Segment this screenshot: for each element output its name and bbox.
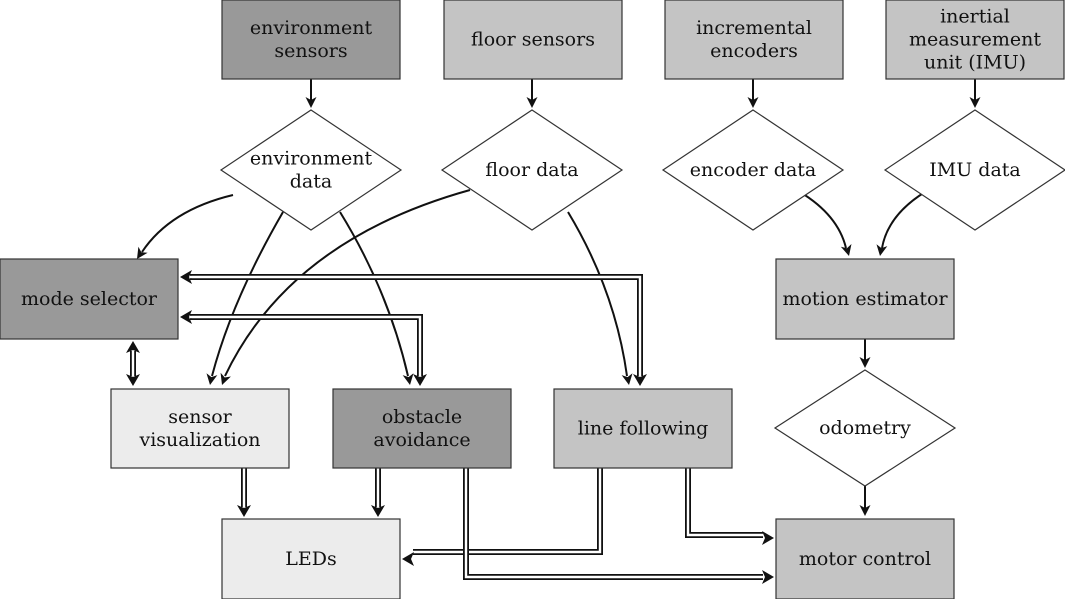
arrowhead xyxy=(840,243,852,256)
node-encoder-data: encoder data xyxy=(661,109,845,231)
node-label-line: line following xyxy=(578,418,708,440)
edge-environment-data-to-mode-selector xyxy=(141,194,234,253)
node-label-line: mode selector xyxy=(21,288,158,310)
node-label-line: inertial xyxy=(940,6,1010,28)
arrowhead xyxy=(305,97,317,108)
arrowhead xyxy=(762,570,774,584)
edge-mode-selector-to-obstacle-avoidance xyxy=(190,314,423,376)
node-label-line: measurement xyxy=(909,29,1041,51)
node-floor-sensors: floor sensors xyxy=(443,0,623,80)
edges-layer xyxy=(126,79,981,584)
node-line-following: line following xyxy=(553,388,733,469)
arrowhead xyxy=(969,97,981,108)
arrowhead xyxy=(206,373,218,385)
edge-environment-data-to-obstacle-avoidance xyxy=(339,211,409,377)
node-label-line: LEDs xyxy=(285,548,336,570)
arrowhead xyxy=(371,505,385,517)
edge-obstacle-avoidance-to-motor-control xyxy=(463,468,763,580)
edge-imu-data-to-motion-estimator xyxy=(881,191,926,249)
arrowhead xyxy=(859,357,871,368)
arrowhead xyxy=(180,310,192,324)
node-motor-control: motor control xyxy=(775,518,955,599)
arrowhead xyxy=(402,552,414,566)
node-leds: LEDs xyxy=(221,518,401,599)
node-label-line: encoders xyxy=(710,40,798,62)
arrowhead xyxy=(126,341,140,353)
node-label-line: data xyxy=(290,171,332,193)
node-label-line: avoidance xyxy=(373,429,470,451)
arrowhead xyxy=(237,505,251,517)
edge-floor-data-to-sensor-visualization xyxy=(224,189,471,377)
arrowhead xyxy=(137,246,148,259)
node-imu-data: IMU data xyxy=(883,109,1065,231)
node-label-line: floor data xyxy=(485,159,578,181)
arrowhead xyxy=(413,374,427,386)
edge-encoder-data-to-motion-estimator xyxy=(799,191,847,249)
node-odometry: odometry xyxy=(773,369,957,487)
node-label-line: encoder data xyxy=(690,159,817,181)
node-label-line: sensor xyxy=(168,406,232,428)
edge-line-following-to-motor-control xyxy=(685,468,763,538)
arrowhead xyxy=(876,244,888,256)
node-label-line: floor sensors xyxy=(471,29,595,51)
node-mode-selector: mode selector xyxy=(0,258,179,340)
node-floor-data: floor data xyxy=(440,109,624,231)
node-motion-estimator: motion estimator xyxy=(775,258,955,340)
arrowhead xyxy=(747,97,759,108)
node-label-line: motor control xyxy=(799,548,931,570)
node-label-line: sensors xyxy=(274,40,347,62)
arrowhead xyxy=(859,505,871,516)
edge-mode-selector-to-line-following xyxy=(190,274,643,376)
node-label-line: motion estimator xyxy=(782,288,948,310)
arrowhead xyxy=(621,373,633,385)
node-label-line: IMU data xyxy=(929,159,1020,181)
arrowhead xyxy=(633,374,647,386)
arrowhead xyxy=(402,373,414,385)
arrowhead xyxy=(126,374,140,386)
arrowhead xyxy=(180,270,192,284)
edge-line-following-to-leds xyxy=(413,468,603,555)
node-label-line: environment xyxy=(250,17,373,39)
arrowhead xyxy=(220,372,231,385)
node-label-line: environment xyxy=(250,148,373,170)
edge-environment-data-to-sensor-visualization xyxy=(211,211,284,377)
node-label-line: unit (IMU) xyxy=(924,52,1026,74)
arrowhead xyxy=(526,97,538,108)
node-label-line: incremental xyxy=(696,17,812,39)
node-label-line: odometry xyxy=(819,417,911,439)
node-label-line: obstacle xyxy=(382,406,462,428)
arrowhead xyxy=(762,531,774,545)
node-label-line: visualization xyxy=(138,429,260,451)
edge-floor-data-to-line-following xyxy=(567,211,628,377)
